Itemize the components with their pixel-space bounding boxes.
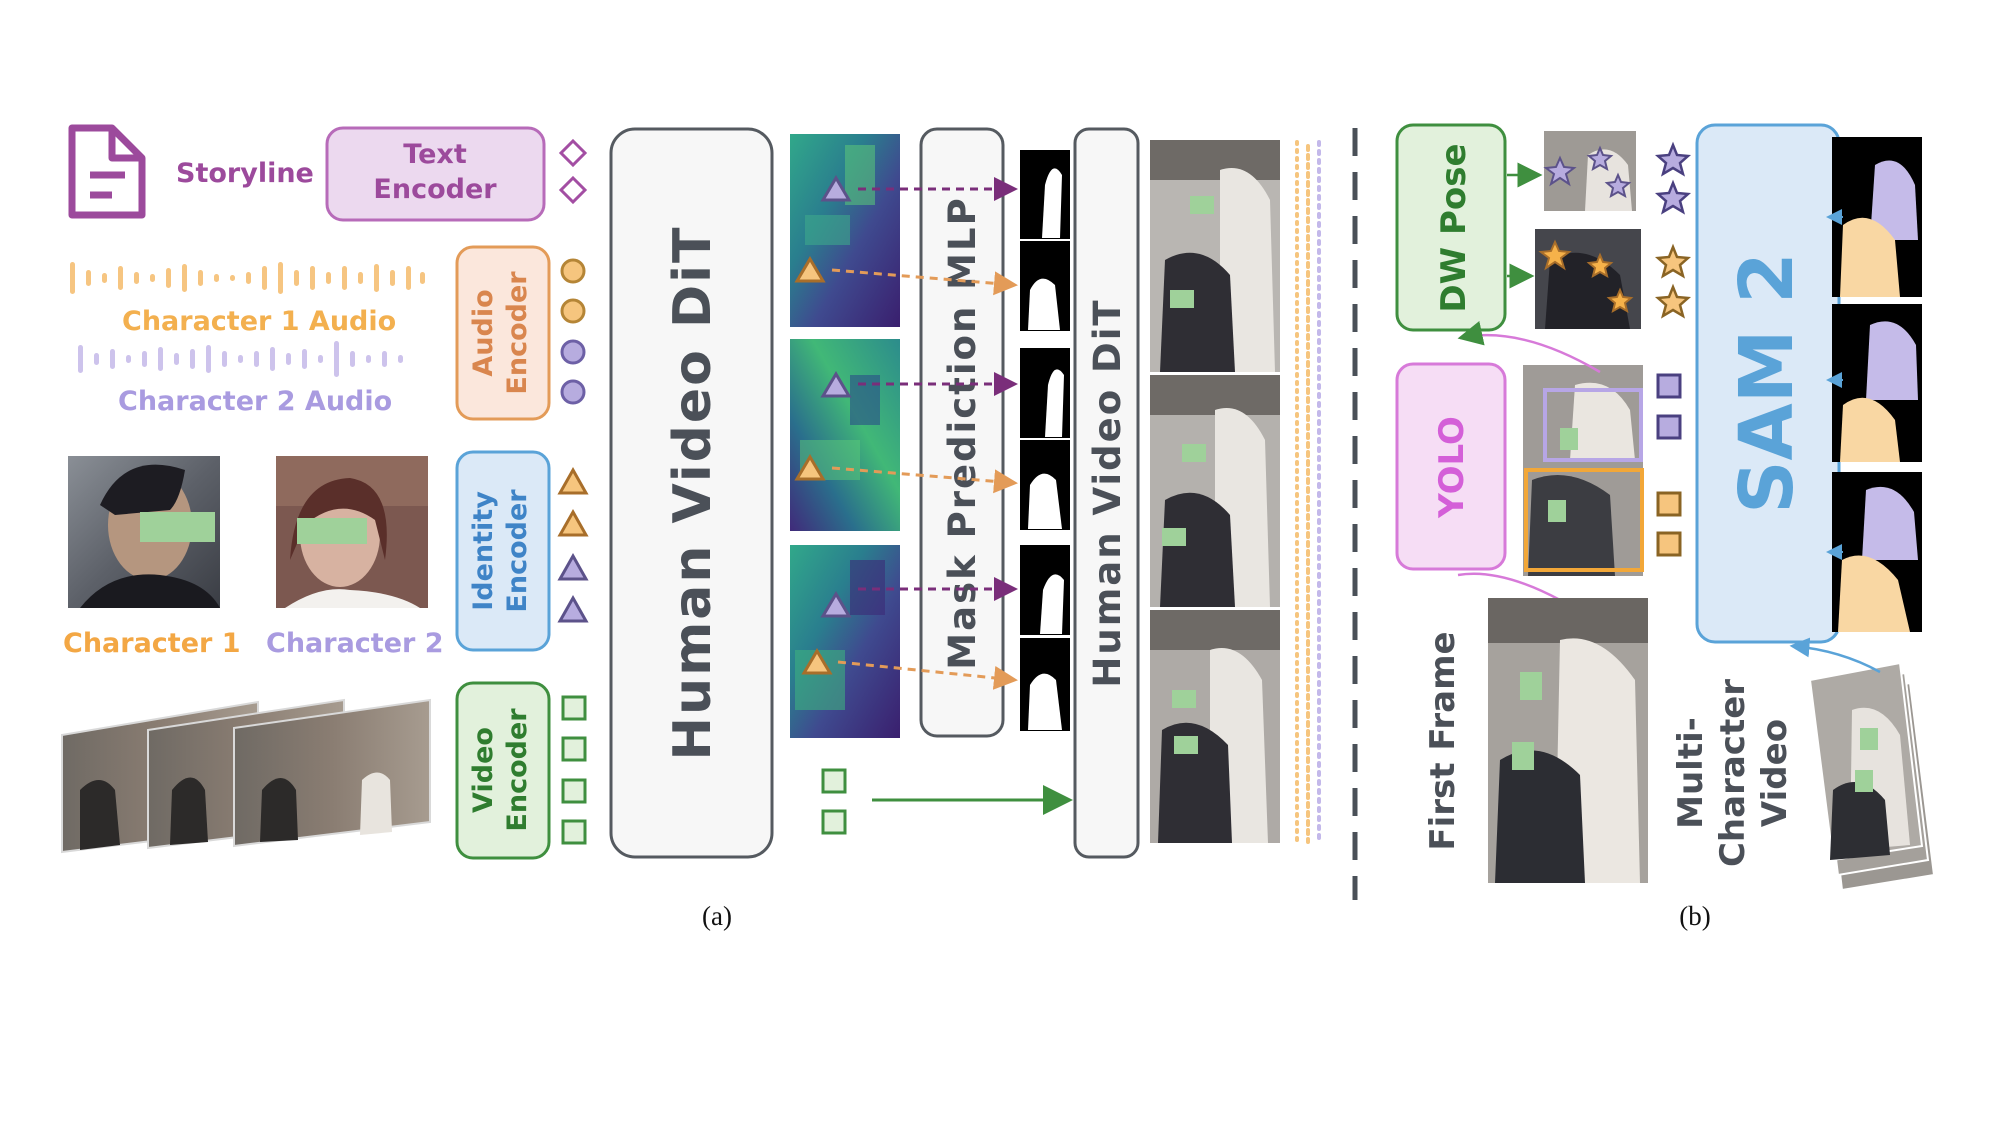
text-encoder-box (325, 126, 546, 222)
character-1-photo (68, 456, 220, 608)
mask-prediction-mlp-label: Mask Prediction MLP (941, 196, 984, 669)
caption-b: (b) (1679, 901, 1710, 931)
character-1-audio-wave (70, 262, 425, 294)
human-video-dit-second-box (1073, 127, 1140, 859)
audio-encoder-line2: Encoder (502, 271, 533, 395)
video-encoder-line2: Encoder (502, 708, 533, 832)
human-video-dit-second-label: Human Video DiT (1086, 298, 1129, 687)
frame-to-yolo-arrow (1457, 572, 1561, 602)
character-1-label: Character 1 (63, 628, 241, 659)
text-encoder-line2: Encoder (373, 174, 497, 205)
mask-prediction-mlp-box (919, 127, 1005, 738)
multi-character-video-line1: Multi- (1671, 717, 1711, 829)
heatmap-query-triangle (794, 175, 852, 675)
human-video-dit-label: Human Video DiT (663, 226, 723, 761)
identity-token-triangle (557, 466, 589, 623)
character-2-audio-label: Character 2 Audio (118, 386, 392, 417)
pose-keypoint-star (1538, 145, 1634, 314)
character-1-audio-label: Character 1 Audio (122, 306, 396, 337)
sam2-label: SAM 2 (1724, 252, 1810, 513)
character-2-photo (276, 456, 428, 608)
storyline-label: Storyline (176, 158, 314, 189)
human-video-dit-box (609, 127, 774, 859)
mask-arrow (831, 177, 1018, 690)
latent-token-square (821, 768, 847, 835)
first-frame-image (1488, 598, 1648, 883)
character-2-label: Character 2 (266, 628, 444, 659)
dw-pose-label: DW Pose (1434, 143, 1474, 312)
detection-image (1523, 365, 1644, 576)
video-encoder-line1: Video (468, 727, 499, 813)
yolo-label: YOLO (1432, 416, 1472, 519)
document-icon (68, 124, 146, 219)
sam-arrow (1826, 209, 1843, 560)
pose-arrow (1507, 162, 1543, 289)
video-to-sam-arrow (1789, 637, 1881, 674)
bbox-token-square (1656, 373, 1682, 557)
predicted-mask (1020, 150, 1070, 731)
yolo-box (1395, 362, 1507, 571)
pose-token-star (1654, 141, 1692, 319)
video-token-square (561, 695, 587, 845)
text-token-diamond (558, 138, 588, 205)
audio-encoder-box (455, 245, 551, 421)
noisy-video-frames (61, 698, 431, 854)
dw-pose-box (1395, 123, 1507, 332)
yolo-to-pose-arrow (1457, 321, 1601, 374)
identity-encoder-line2: Encoder (502, 489, 533, 613)
output-video-frames (1150, 140, 1280, 843)
character-2-audio-wave (78, 341, 403, 377)
identity-encoder-line1: Identity (468, 491, 499, 611)
caption-a: (a) (702, 901, 732, 931)
multi-character-video-line2: Character (1713, 679, 1753, 867)
video-encoder-box (455, 681, 551, 860)
sam-mask (1832, 137, 1922, 632)
attention-heatmap (790, 134, 900, 738)
first-frame-label: First Frame (1423, 631, 1463, 850)
multi-character-video-stack (1808, 661, 1936, 892)
text-encoder-line1: Text (403, 139, 467, 170)
audio-encoder-line1: Audio (468, 289, 499, 376)
multi-character-video-line3: Video (1755, 719, 1795, 827)
output-audio-strip (1295, 140, 1321, 844)
identity-encoder-box (455, 450, 551, 652)
audio-token-circle (560, 258, 586, 405)
